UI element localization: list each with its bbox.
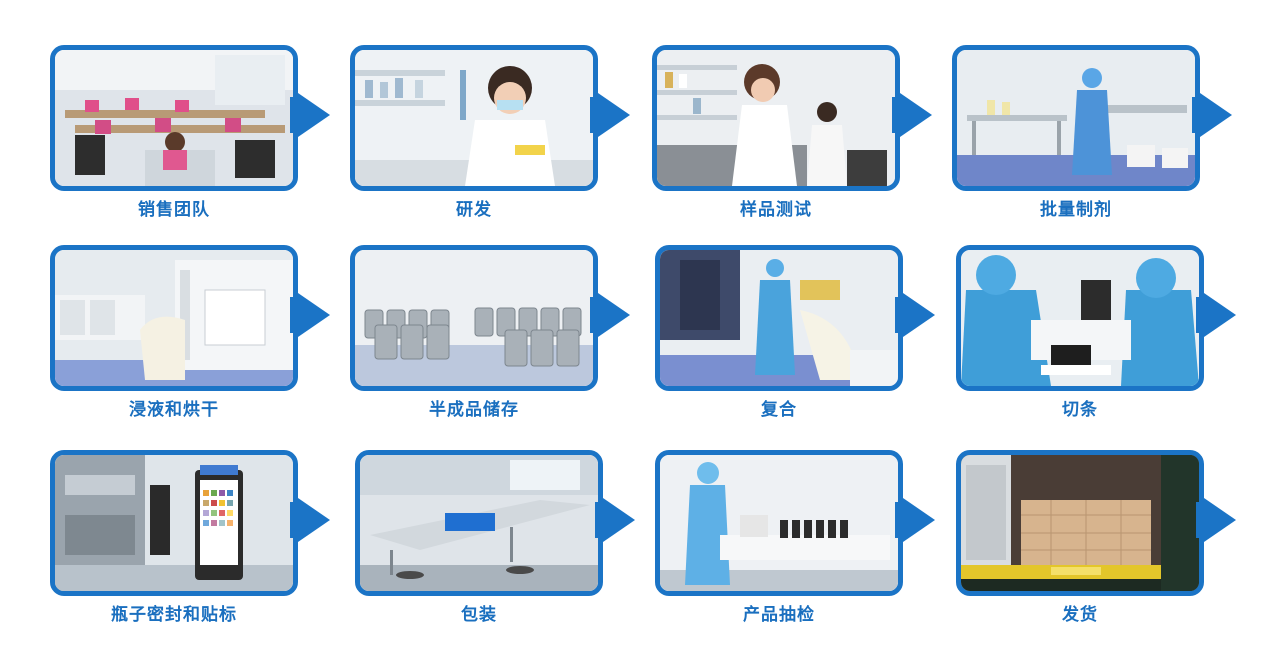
- arrow-right-icon: [903, 293, 935, 337]
- step-sales-team: 销售团队: [50, 45, 340, 245]
- step-label: 瓶子密封和贴标: [111, 605, 237, 625]
- step-label: 包装: [461, 605, 497, 625]
- step-packing: 包装: [355, 450, 645, 650]
- step-dip-and-dry: 浸液和烘干: [50, 245, 340, 445]
- lab-research-scene: [355, 50, 593, 186]
- step-product-inspection: 产品抽检: [655, 450, 945, 650]
- packing-tables-scene: [360, 455, 598, 591]
- photo-research: [350, 45, 598, 191]
- photo-strip-cutting: [956, 245, 1204, 391]
- step-label: 复合: [761, 400, 797, 420]
- arrow-right-icon: [603, 498, 635, 542]
- shipping-container-scene: [961, 455, 1199, 591]
- arrow-right-icon: [598, 93, 630, 137]
- step-strip-cutting: 切条: [956, 245, 1246, 445]
- step-sample-testing: 样品测试: [652, 45, 942, 245]
- step-label: 浸液和烘干: [129, 400, 219, 420]
- inspection-scene: [660, 455, 898, 591]
- photo-sample-testing: [652, 45, 900, 191]
- step-shipping: 发货: [956, 450, 1246, 650]
- photo-sales-team: [50, 45, 298, 191]
- step-label: 销售团队: [138, 200, 210, 220]
- photo-packing: [355, 450, 603, 596]
- cleanroom-scene: [957, 50, 1195, 186]
- drying-machine-scene: [55, 250, 293, 386]
- photo-product-inspection: [655, 450, 903, 596]
- laminating-scene: [660, 250, 898, 386]
- photo-shipping: [956, 450, 1204, 596]
- photo-bottle-sealing-labeling: [50, 450, 298, 596]
- photo-dip-and-dry: [50, 245, 298, 391]
- arrow-right-icon: [598, 293, 630, 337]
- arrow-right-icon: [1204, 498, 1236, 542]
- bottle-labeling-scene: [55, 455, 293, 591]
- office-scene: [55, 50, 293, 186]
- arrow-right-icon: [903, 498, 935, 542]
- step-bottle-sealing-labeling: 瓶子密封和贴标: [50, 450, 340, 650]
- cutting-scene: [961, 250, 1199, 386]
- photo-batch-formulation: [952, 45, 1200, 191]
- lab-testing-scene: [657, 50, 895, 186]
- arrow-right-icon: [298, 498, 330, 542]
- step-lamination: 复合: [655, 245, 945, 445]
- arrow-right-icon: [298, 93, 330, 137]
- photo-lamination: [655, 245, 903, 391]
- step-label: 研发: [456, 200, 492, 220]
- arrow-right-icon: [298, 293, 330, 337]
- arrow-right-icon: [1200, 93, 1232, 137]
- steel-canisters-scene: [355, 250, 593, 386]
- step-label: 样品测试: [740, 200, 812, 220]
- step-batch-formulation: 批量制剂: [952, 45, 1242, 245]
- step-label: 产品抽检: [743, 605, 815, 625]
- step-label: 切条: [1062, 400, 1098, 420]
- step-research: 研发: [350, 45, 640, 245]
- photo-semi-finished-storage: [350, 245, 598, 391]
- step-semi-finished-storage: 半成品储存: [350, 245, 640, 445]
- arrow-right-icon: [900, 93, 932, 137]
- step-label: 发货: [1062, 605, 1098, 625]
- step-label: 批量制剂: [1040, 200, 1112, 220]
- step-label: 半成品储存: [429, 400, 519, 420]
- arrow-right-icon: [1204, 293, 1236, 337]
